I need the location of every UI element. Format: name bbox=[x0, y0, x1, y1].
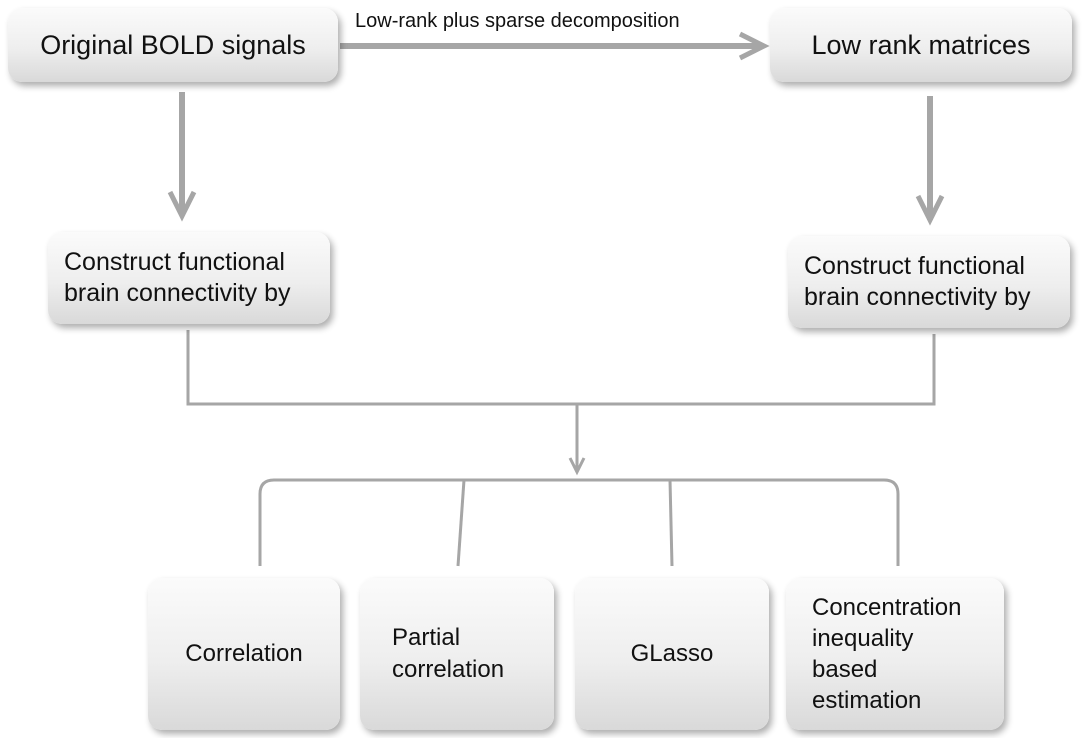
split-branch-partial bbox=[456, 479, 466, 567]
construct-right-line-1: Construct functional bbox=[804, 252, 1025, 280]
node-partial-correlation: Partial correlation bbox=[360, 578, 554, 730]
concentration-line-2: inequality bbox=[812, 625, 914, 652]
node-concentration-inequality: Concentration inequality based estimatio… bbox=[786, 578, 1004, 730]
partial-line-1: Partial bbox=[392, 624, 461, 651]
node-low-rank-matrices: Low rank matrices bbox=[770, 8, 1072, 82]
arrowhead-original-to-construct bbox=[167, 190, 197, 222]
merge-bracket bbox=[186, 330, 936, 406]
correlation-label: Correlation bbox=[185, 640, 303, 667]
concentration-line-1: Concentration bbox=[812, 594, 962, 621]
decomposition-label: Low-rank plus sparse decomposition bbox=[355, 10, 680, 32]
construct-left-line-1: Construct functional bbox=[64, 248, 285, 276]
node-low-rank-label: Low rank matrices bbox=[811, 29, 1031, 60]
concentration-line-3: based bbox=[812, 656, 878, 683]
node-correlation: Correlation bbox=[148, 578, 340, 730]
arrowhead-merge-down bbox=[568, 457, 586, 476]
node-original-bold-signals: Original BOLD signals bbox=[8, 8, 338, 82]
construct-left-line-2: brain connectivity by bbox=[64, 279, 291, 307]
construct-right-line-2: brain connectivity by bbox=[804, 283, 1031, 311]
node-glasso: GLasso bbox=[575, 578, 769, 730]
arrowhead-decomposition bbox=[738, 31, 770, 61]
split-bracket bbox=[258, 478, 900, 566]
arrowhead-lowrank-to-construct bbox=[915, 194, 945, 226]
concentration-line-4: estimation bbox=[812, 687, 922, 714]
node-original-label: Original BOLD signals bbox=[40, 29, 306, 60]
glasso-label: GLasso bbox=[630, 640, 714, 667]
node-construct-right: Construct functional brain connectivity … bbox=[788, 236, 1070, 328]
node-construct-left: Construct functional brain connectivity … bbox=[48, 232, 330, 324]
split-branch-glasso bbox=[668, 479, 674, 567]
partial-line-2: correlation bbox=[392, 656, 505, 683]
